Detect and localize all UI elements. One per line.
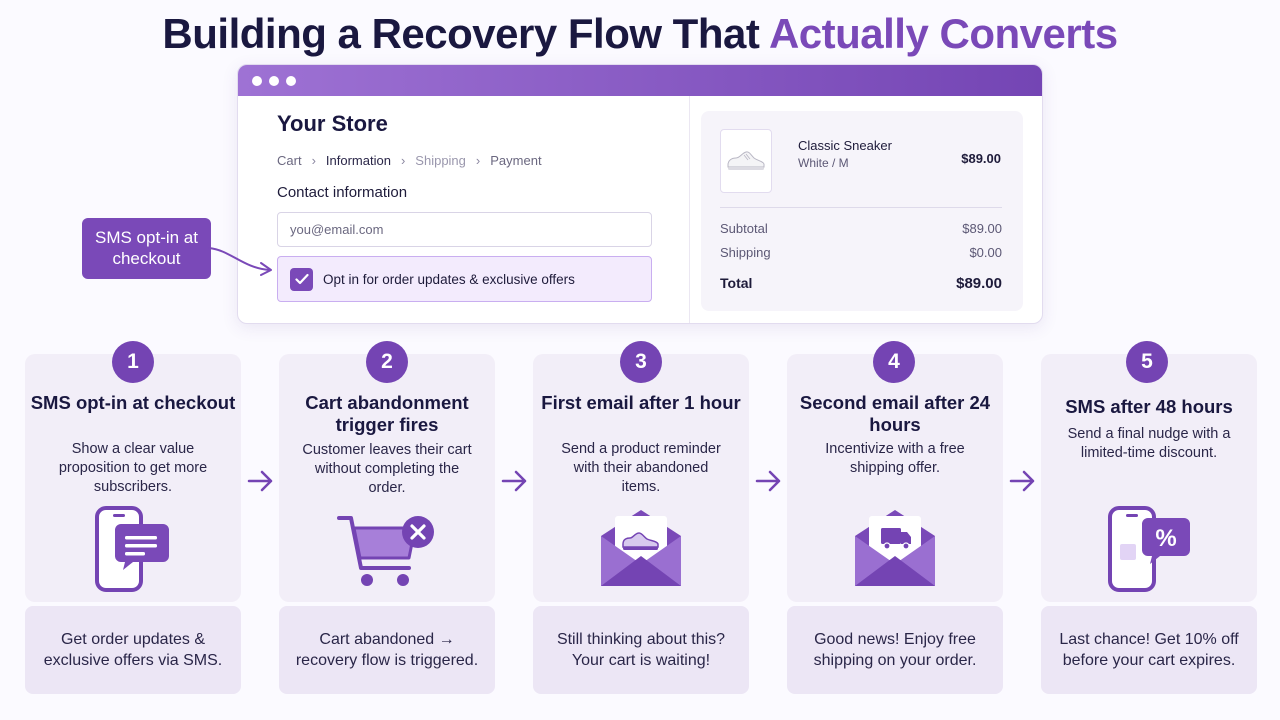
arrow-right-icon bbox=[1009, 470, 1035, 492]
contact-information-label: Contact information bbox=[277, 184, 408, 201]
arrow-right-icon bbox=[755, 470, 781, 492]
title-main: Building a Recovery Flow That bbox=[162, 10, 769, 57]
step-message: Last chance! Get 10% off before your car… bbox=[1041, 606, 1257, 694]
window-dot-icon bbox=[269, 75, 279, 86]
store-name: Your Store bbox=[277, 111, 388, 136]
envelope-sneaker-icon bbox=[533, 506, 749, 588]
subtotal-row: Subtotal $89.00 bbox=[720, 221, 1002, 236]
checkbox-checked-icon[interactable] bbox=[290, 267, 313, 291]
step-number-badge: 1 bbox=[112, 341, 154, 383]
breadcrumb-shipping: Shipping bbox=[415, 153, 466, 168]
phone-chat-icon bbox=[25, 506, 241, 592]
email-field[interactable]: you@email.com bbox=[277, 212, 652, 247]
summary-divider bbox=[720, 207, 1002, 208]
order-summary: Classic Sneaker White / M $89.00 Subtota… bbox=[701, 111, 1023, 311]
chevron-right-icon: › bbox=[311, 153, 316, 168]
product-price: $89.00 bbox=[961, 151, 1001, 166]
step-card-4: Second email after 24 hours Incentivize … bbox=[787, 354, 1003, 602]
step-number-badge: 4 bbox=[873, 341, 915, 383]
callout-arrow-icon bbox=[208, 247, 272, 276]
svg-text:%: % bbox=[1155, 525, 1176, 552]
title-accent: Actually Converts bbox=[768, 10, 1118, 57]
step-message: Still thinking about this? Your cart is … bbox=[533, 606, 749, 694]
total-row: Total $89.00 bbox=[720, 275, 1002, 292]
step-title: First email after 1 hour bbox=[541, 392, 741, 413]
step-description: Send a final nudge with a limited-time d… bbox=[1067, 426, 1231, 461]
total-label: Total bbox=[720, 275, 753, 291]
optin-label: Opt in for order updates & exclusive off… bbox=[323, 271, 575, 287]
shipping-row: Shipping $0.00 bbox=[720, 245, 1002, 260]
step-description: Incentivize with a free shipping offer. bbox=[825, 441, 965, 476]
step-title: Second email after 24 hours bbox=[799, 392, 991, 435]
step-title: SMS after 48 hours bbox=[1065, 396, 1233, 417]
step-card-1: SMS opt-in at checkout Show a clear valu… bbox=[25, 354, 241, 602]
step-message: Cart abandoned → recovery flow is trigge… bbox=[279, 606, 495, 694]
total-value: $89.00 bbox=[956, 275, 1002, 292]
sneaker-image bbox=[720, 129, 772, 193]
step-description: Send a product reminder with their aband… bbox=[561, 441, 721, 495]
step-number-badge: 5 bbox=[1126, 341, 1168, 383]
step-card-2: Cart abandonment trigger fires Customer … bbox=[279, 354, 495, 602]
product-name: Classic Sneaker bbox=[798, 138, 892, 153]
step-card-5: SMS after 48 hours Send a final nudge wi… bbox=[1041, 354, 1257, 602]
checkout-browser-window: Your Store Cart › Information › Shipping… bbox=[237, 64, 1043, 324]
step-title: Cart abandonment trigger fires bbox=[305, 392, 469, 435]
step-number-badge: 2 bbox=[366, 341, 408, 383]
envelope-truck-icon bbox=[787, 506, 1003, 588]
window-dot-icon bbox=[286, 75, 296, 86]
step-description: Customer leaves their cart without compl… bbox=[302, 442, 472, 496]
sms-optin-callout: SMS opt-in at checkout bbox=[82, 218, 211, 279]
chevron-right-icon: › bbox=[400, 153, 406, 168]
step-number-badge: 3 bbox=[620, 341, 662, 383]
cart-x-icon bbox=[279, 514, 495, 590]
window-dot-icon bbox=[252, 75, 262, 86]
panel-divider bbox=[689, 96, 690, 323]
breadcrumb-cart[interactable]: Cart bbox=[277, 153, 302, 168]
breadcrumb-information[interactable]: Information bbox=[325, 153, 391, 168]
subtotal-label: Subtotal bbox=[720, 221, 768, 236]
phone-percent-icon: % bbox=[1041, 504, 1257, 592]
breadcrumb: Cart › Information › Shipping › Payment bbox=[277, 153, 657, 168]
shipping-value: $0.00 bbox=[969, 245, 1002, 260]
page-title: Building a Recovery Flow That Actually C… bbox=[0, 10, 1280, 58]
subtotal-value: $89.00 bbox=[962, 221, 1002, 236]
arrow-right-icon bbox=[501, 470, 527, 492]
product-variant: White / M bbox=[798, 156, 849, 170]
shipping-label: Shipping bbox=[720, 245, 771, 260]
step-title: SMS opt-in at checkout bbox=[30, 392, 236, 413]
sms-optin-checkbox-row[interactable]: Opt in for order updates & exclusive off… bbox=[277, 256, 652, 302]
step-message: Good news! Enjoy free shipping on your o… bbox=[787, 606, 1003, 694]
step-message: Get order updates & exclusive offers via… bbox=[25, 606, 241, 694]
step-description: Show a clear value proposition to get mo… bbox=[58, 441, 208, 495]
step-card-3: First email after 1 hour Send a product … bbox=[533, 354, 749, 602]
checkout-form: Your Store Cart › Information › Shipping… bbox=[277, 111, 657, 302]
browser-title-bar bbox=[238, 65, 1042, 96]
chevron-right-icon: › bbox=[475, 153, 481, 168]
breadcrumb-payment: Payment bbox=[490, 153, 542, 168]
arrow-right-icon bbox=[247, 470, 273, 492]
